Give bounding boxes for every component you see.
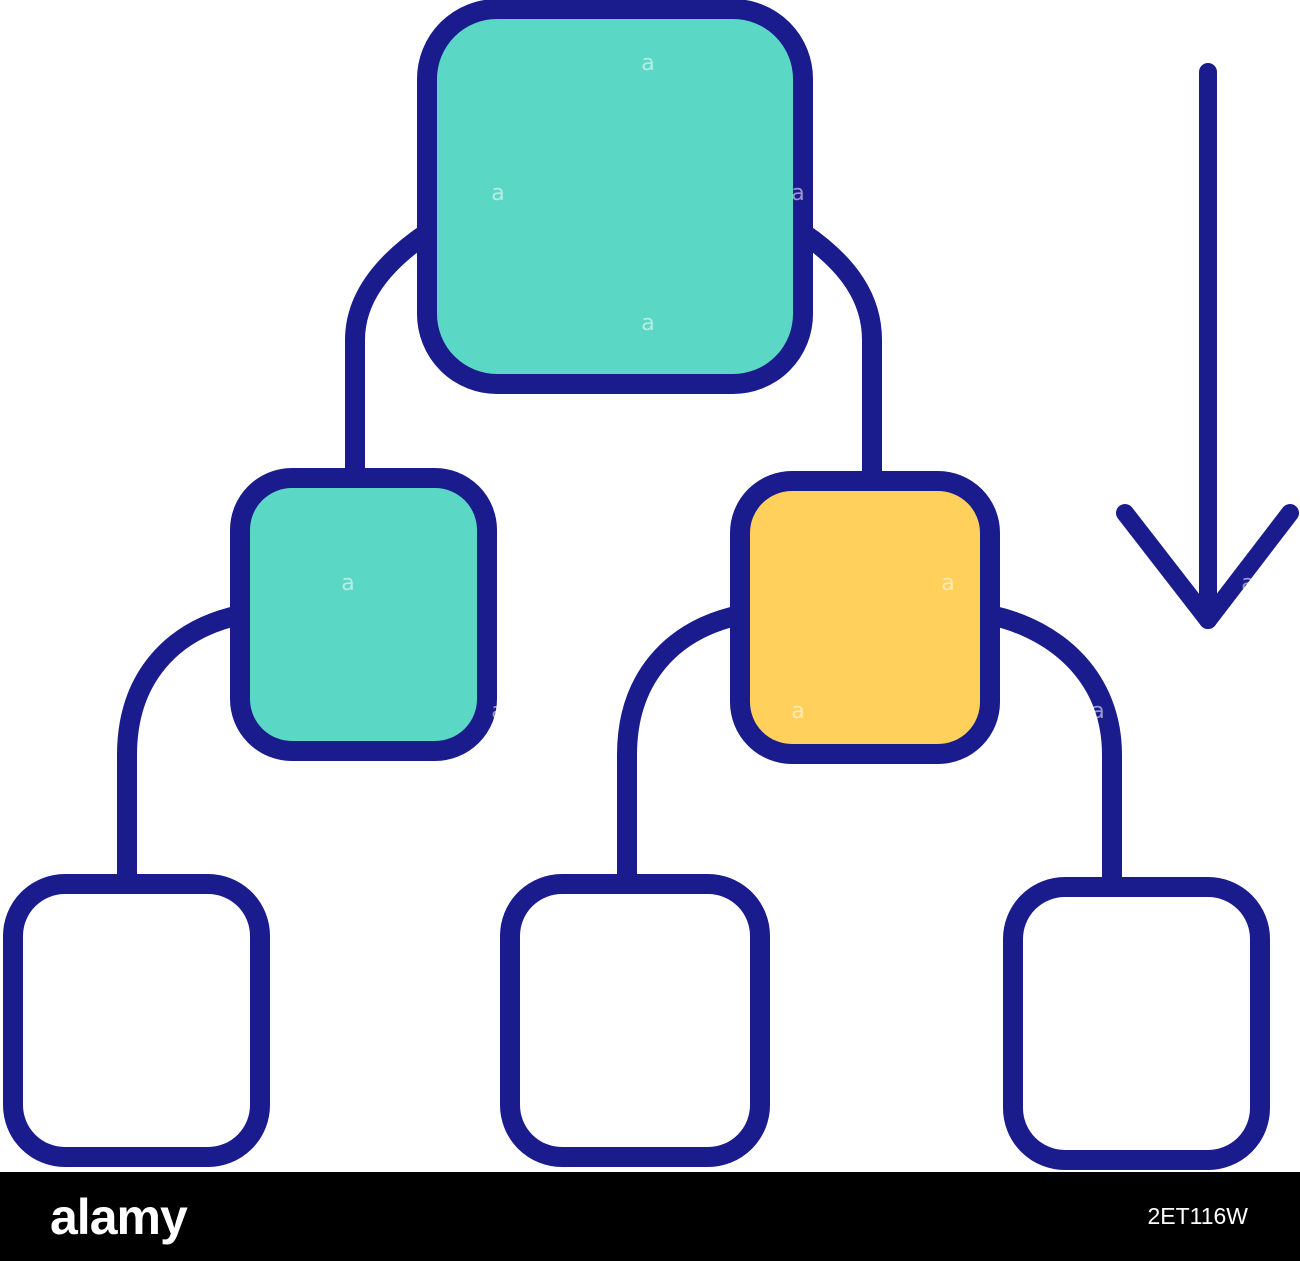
node-leaf-right: [1003, 877, 1270, 1170]
alamy-logo: alamy: [50, 1188, 188, 1245]
watermark-glyph: a: [341, 571, 354, 596]
edge-root-right-child: [797, 224, 882, 473]
watermark-glyph: a: [491, 699, 504, 724]
edge-left-child-leaf-left: [117, 605, 243, 879]
node-right-child: [730, 471, 1000, 764]
node-leaf-left: [3, 874, 270, 1167]
watermark-glyph: a: [791, 181, 804, 206]
node-left-child: [230, 468, 497, 761]
watermark-glyph: a: [1091, 699, 1104, 724]
watermark-glyph: a: [791, 699, 804, 724]
node-root: [417, 0, 813, 394]
edge-right-child-leaf-middle: [617, 605, 743, 879]
image-id: 2ET116W: [1147, 1203, 1248, 1229]
watermark: a a a a a a a a a a: [341, 51, 1254, 724]
arrow-head: [1116, 504, 1299, 629]
connectors: [117, 224, 1122, 882]
watermark-glyph: a: [491, 181, 504, 206]
node-leaf-middle: [500, 874, 770, 1167]
watermark-glyph: a: [1241, 571, 1254, 596]
hierarchy-diagram: a a a a a a a a a a: [3, 0, 1299, 1170]
edge-right-child-leaf-right: [987, 605, 1122, 882]
watermark-glyph: a: [941, 571, 954, 596]
watermark-banner: alamy 2ET116W: [0, 1172, 1300, 1261]
watermark-glyph: a: [641, 311, 654, 336]
edge-root-left-child: [345, 224, 433, 470]
watermark-glyph: a: [641, 51, 654, 76]
arrow-down-icon: [1116, 63, 1299, 629]
